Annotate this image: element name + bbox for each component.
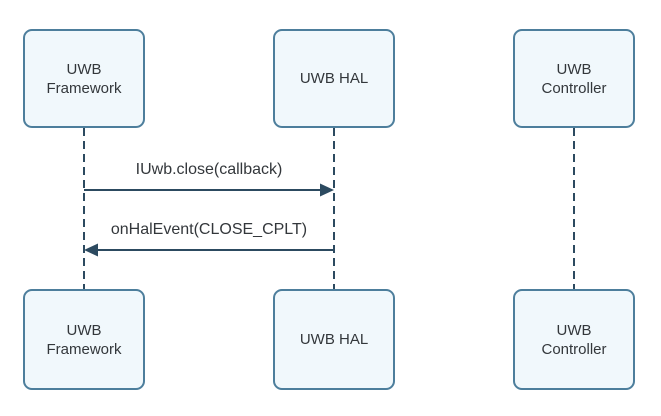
- actor-label-uwb-controller: UWB Controller: [541, 321, 607, 358]
- actor-box-uwb-framework-top: UWB Framework: [23, 29, 145, 128]
- actor-box-uwb-controller-top: UWB Controller: [513, 29, 635, 128]
- message-label-iuwb-close: IUwb.close(callback): [135, 161, 283, 178]
- actor-box-uwb-controller-bottom: UWB Controller: [513, 289, 635, 390]
- message-label-onhalevent: onHalEvent(CLOSE_CPLT): [110, 221, 308, 238]
- actor-label-uwb-hal: UWB HAL: [299, 70, 369, 87]
- actor-label-uwb-controller: UWB Controller: [541, 60, 607, 97]
- actor-label-uwb-hal: UWB HAL: [299, 331, 369, 348]
- actor-box-uwb-framework-bottom: UWB Framework: [23, 289, 145, 390]
- actor-label-uwb-framework: UWB Framework: [46, 321, 122, 358]
- arrowhead-left-icon: [84, 243, 98, 257]
- arrowhead-right-icon: [320, 183, 334, 197]
- actor-box-uwb-hal-bottom: UWB HAL: [273, 289, 395, 390]
- actor-box-uwb-hal-top: UWB HAL: [273, 29, 395, 128]
- actor-label-uwb-framework: UWB Framework: [46, 60, 122, 97]
